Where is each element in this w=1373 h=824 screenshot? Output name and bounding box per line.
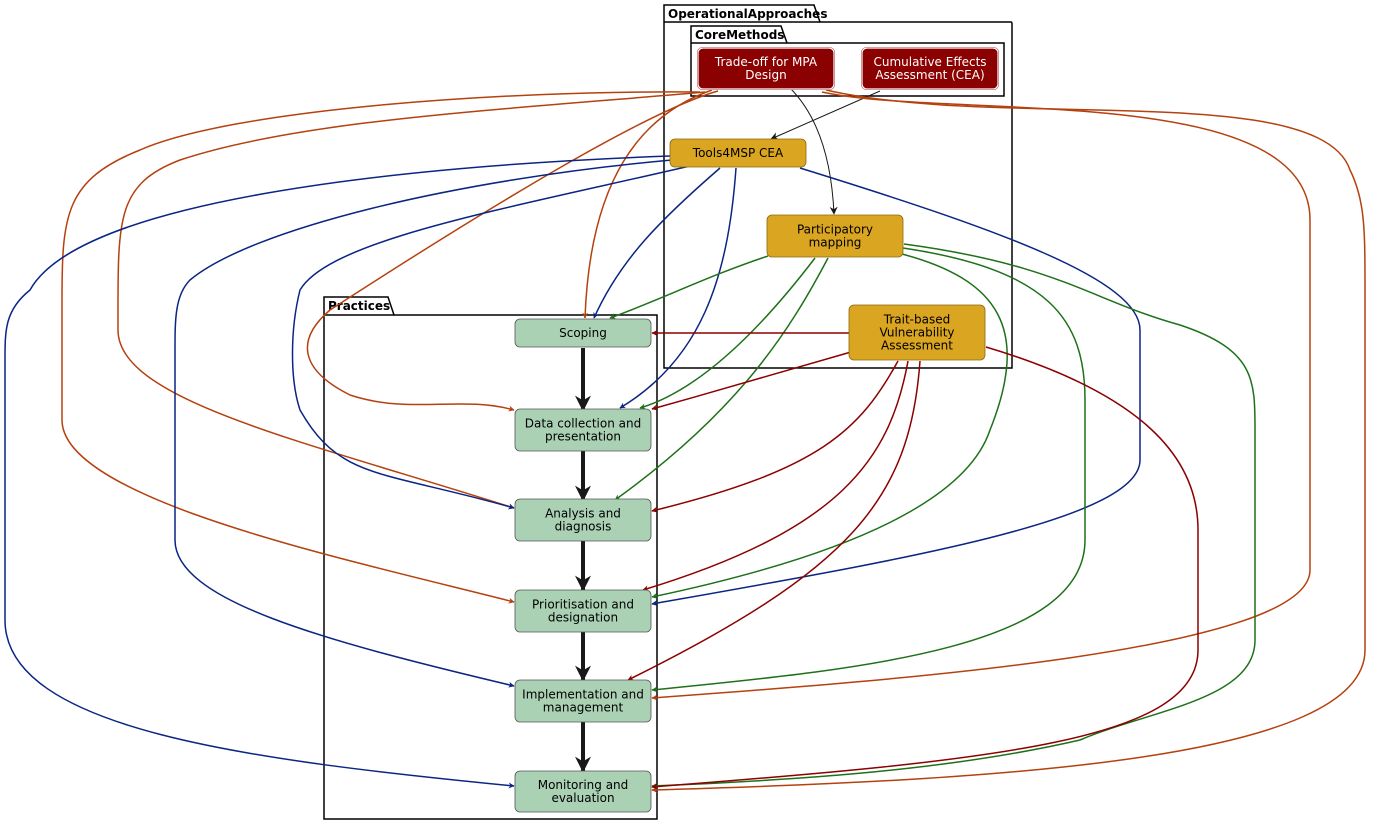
- node-datacollection-label-2: presentation: [545, 430, 621, 444]
- edge-tools-analysis: [291, 165, 691, 510]
- edge-participatory-analysis: [614, 257, 829, 501]
- node-prioritisation-box: [514, 589, 652, 633]
- node-participatory-label-1: Participatory: [797, 223, 873, 237]
- edge-cea-tools4msp: [770, 90, 881, 140]
- node-tradeoff-label-1: Trade-off for MPA: [714, 55, 818, 69]
- node-tools4msp[interactable]: Tools4MSP CEA: [669, 138, 807, 168]
- edge-trait-data: [651, 351, 852, 411]
- node-monitoring-label-1: Monitoring and: [538, 778, 629, 792]
- edge-tools-prioritisation: [651, 167, 1141, 607]
- node-trait-box: [848, 304, 986, 361]
- node-prioritisation-label-1: Prioritisation and: [532, 598, 634, 612]
- edge-trait-prioritisation: [642, 360, 909, 592]
- edge-participatory-prioritisation: [651, 253, 1008, 599]
- node-analysis-label-1: Analysis and: [545, 507, 621, 521]
- node-tools4msp-label-1: Tools4MSP CEA: [692, 146, 784, 160]
- node-datacollection-label-1: Data collection and: [525, 417, 641, 431]
- node-trait-label-3: Assessment: [881, 339, 953, 353]
- node-tradeoff-label-2: Design: [745, 68, 786, 82]
- edge-tools-scoping: [593, 167, 721, 319]
- edge-tools-monitoring: [4, 155, 671, 789]
- edge-participatory-scoping: [609, 255, 769, 319]
- edge-tradeoff-scoping: [582, 89, 713, 319]
- edges: [4, 87, 1366, 793]
- node-prioritisation-label-2: designation: [548, 611, 618, 625]
- edge-tradeoff-participatory: [789, 87, 838, 215]
- practices-title: Practices: [328, 299, 390, 313]
- edge-tradeoff-implementation: [651, 91, 1311, 701]
- edge-participatory-data: [639, 257, 816, 410]
- edge-trait-implementation: [627, 360, 921, 681]
- edge-tradeoff-monitoring: [651, 89, 1366, 793]
- edge-tradeoff-prioritisation: [61, 91, 701, 604]
- node-implementation-label-1: Implementation and: [522, 688, 644, 702]
- node-monitoring-box: [514, 770, 652, 813]
- node-tradeoff-box: [697, 47, 835, 90]
- node-trait-label-1: Trait-based: [883, 313, 950, 327]
- node-participatory-label-2: mapping: [809, 236, 862, 250]
- node-participatory-box: [766, 214, 904, 258]
- node-tools4msp-box: [669, 138, 807, 168]
- node-monitoring-label-2: evaluation: [551, 791, 614, 805]
- edge-tradeoff-data: [306, 90, 719, 412]
- node-cea-label-1: Cumulative Effects: [873, 55, 986, 69]
- node-trait-label-2: Vulnerability: [879, 326, 954, 340]
- edge-participatory-implementation: [651, 247, 1086, 693]
- practices-package: Practices: [323, 296, 658, 820]
- node-cea-box: [861, 47, 999, 90]
- node-scoping[interactable]: Scoping: [514, 318, 652, 348]
- core-methods-title: CoreMethods: [695, 28, 784, 42]
- node-cea-label-2: Assessment (CEA): [875, 68, 984, 82]
- edge-tradeoff-analysis: [117, 91, 706, 510]
- edge-tools-implementation: [174, 159, 673, 688]
- edge-trait-monitoring: [651, 346, 1199, 790]
- node-implementation-box: [514, 679, 652, 723]
- core-methods-package: CoreMethods: [690, 25, 1005, 97]
- edge-participatory-monitoring: [651, 243, 1256, 789]
- node-analysis-label-2: diagnosis: [555, 520, 612, 534]
- operational-approaches-title: OperationalApproaches: [668, 7, 827, 21]
- operational-approaches-package: OperationalApproaches: [663, 4, 1013, 369]
- node-datacollection-box: [514, 408, 652, 452]
- edge-trait-analysis: [651, 360, 899, 513]
- edge-tools-data: [619, 167, 737, 409]
- node-implementation-label-2: management: [543, 701, 624, 715]
- node-scoping-box: [514, 318, 652, 348]
- node-analysis-box: [514, 498, 652, 542]
- node-scoping-label-1: Scoping: [559, 326, 607, 340]
